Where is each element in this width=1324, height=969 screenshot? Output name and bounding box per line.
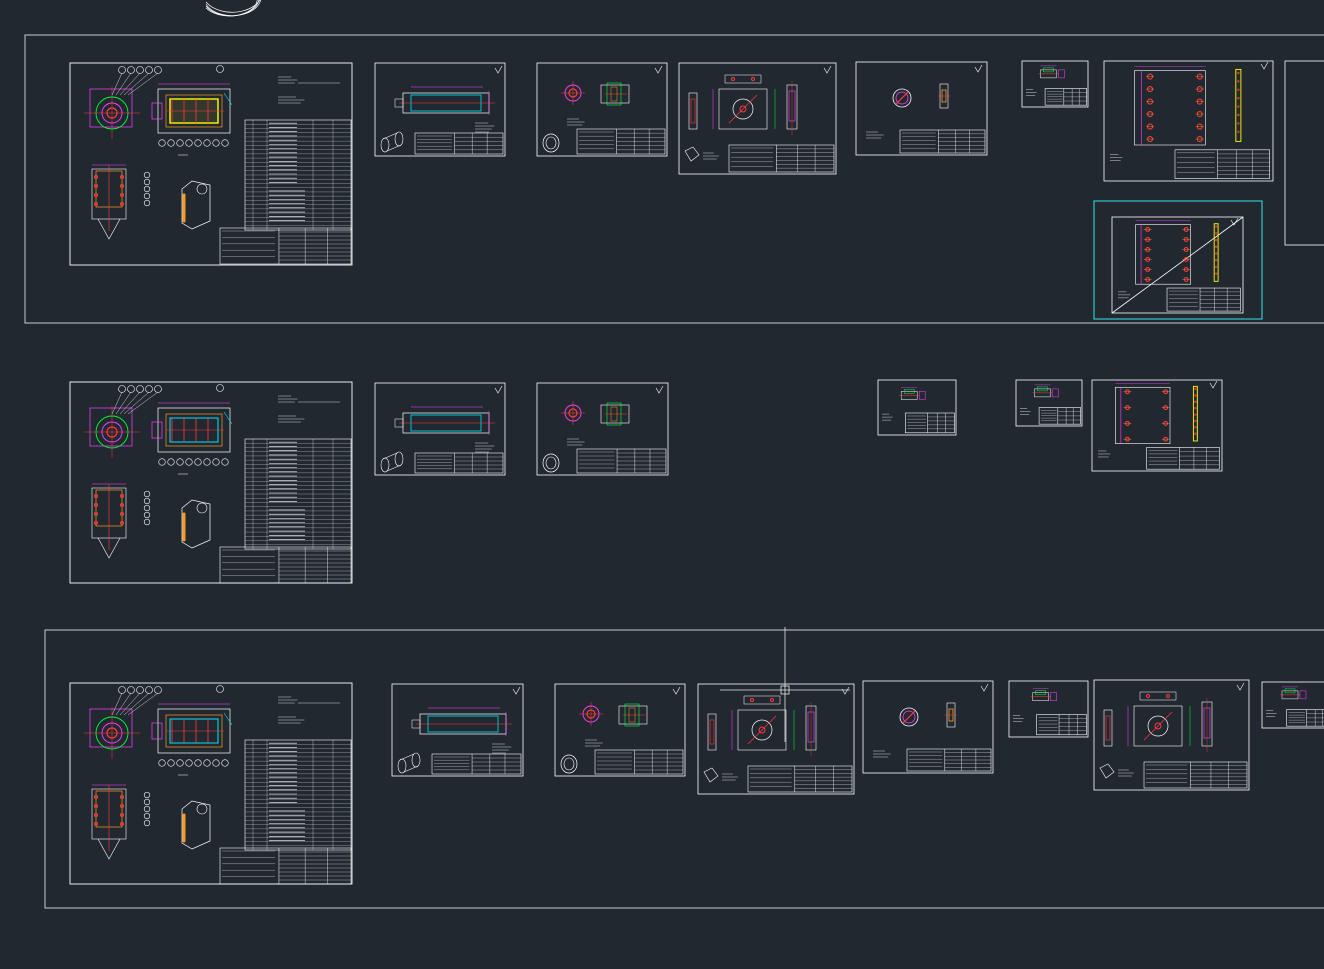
layout-frame-3 [44, 629, 1324, 909]
part-drawing-sheet-block[interactable] [1093, 679, 1250, 791]
part-drawing-sheet-small[interactable] [877, 379, 957, 436]
part-drawing-sheet-block[interactable] [678, 62, 837, 175]
part-drawing-sheet-pin[interactable] [855, 61, 988, 156]
stray-arc-object[interactable] [205, 0, 262, 17]
part-drawing-sheet-pin[interactable] [862, 680, 994, 774]
assembly-drawing-sheet[interactable] [69, 682, 353, 885]
assembly-drawing-sheet[interactable] [69, 62, 353, 266]
assembly-drawing-sheet[interactable] [69, 381, 353, 584]
part-drawing-sheet-shaft[interactable] [391, 683, 524, 777]
layout-frame-1 [24, 34, 1324, 324]
part-drawing-sheet-small[interactable] [1261, 681, 1324, 729]
part-drawing-sheet-plate[interactable] [1091, 379, 1223, 472]
part-drawing-sheet-ring[interactable] [536, 62, 668, 157]
part-drawing-sheet-plate[interactable] [1111, 216, 1244, 314]
crosshair-cursor-icon [720, 627, 850, 742]
part-drawing-sheet-small[interactable] [1015, 379, 1083, 427]
part-drawing-sheet-small[interactable] [1021, 60, 1089, 108]
part-drawing-sheet-block[interactable] [697, 683, 855, 795]
part-drawing-sheet-ring[interactable] [554, 683, 686, 777]
part-drawing-sheet-shaft[interactable] [374, 382, 506, 476]
part-drawing-sheet-small[interactable] [1008, 680, 1089, 738]
part-drawing-sheet-shaft[interactable] [374, 62, 506, 157]
part-drawing-sheet-ring[interactable] [536, 382, 669, 476]
part-drawing-sheet-plate[interactable] [1103, 60, 1274, 182]
selected-drawing-sheet[interactable] [1093, 200, 1263, 320]
